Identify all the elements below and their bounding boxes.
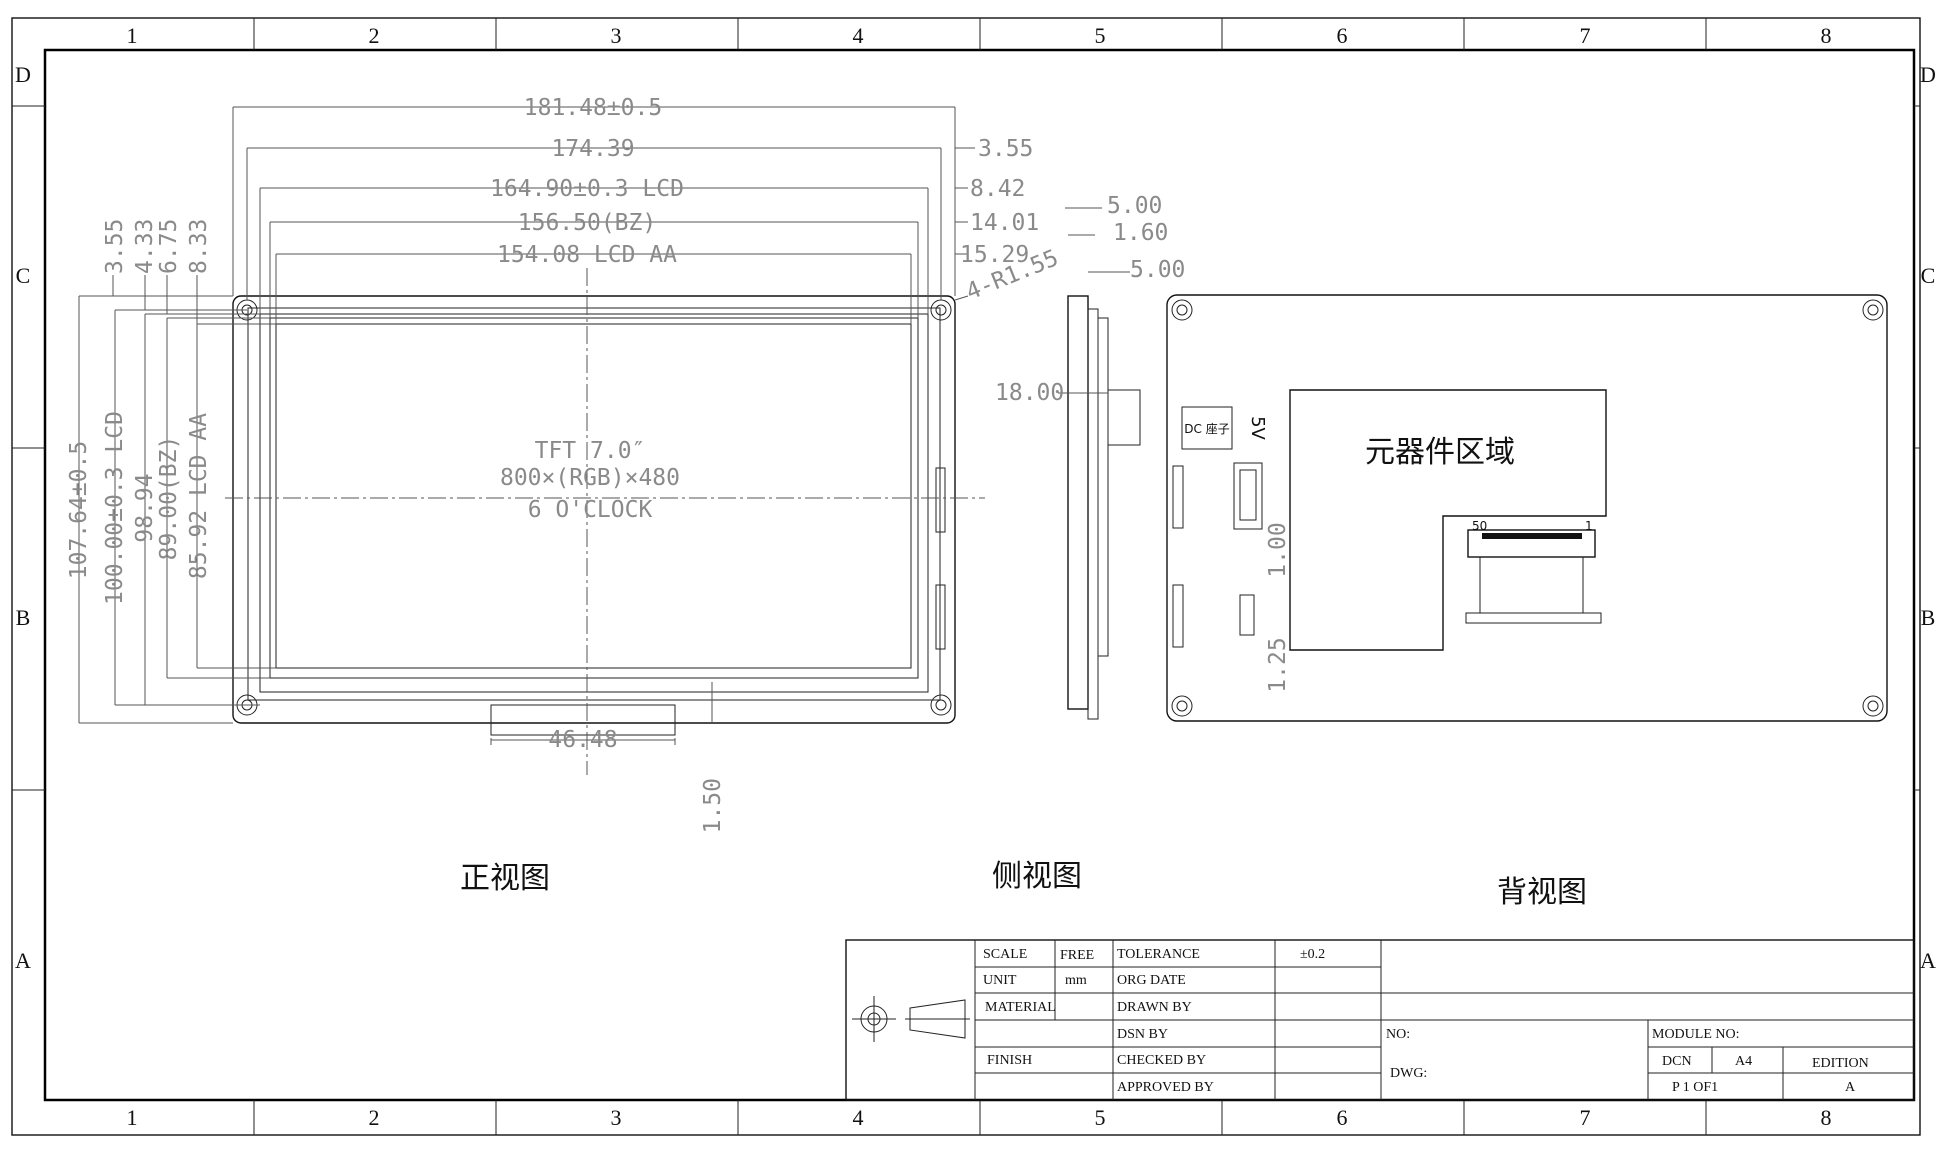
- dc-jack-label: DC 座子: [1184, 421, 1229, 436]
- unit-label: UNIT: [983, 973, 1017, 988]
- voltage-label: 5V: [1247, 416, 1268, 440]
- dim-mount-width: 174.39: [551, 136, 634, 162]
- front-view: TFT 7.0″ 800×(RGB)×480 6 O'CLOCK 181.48±…: [66, 95, 1062, 833]
- size-value: A4: [1735, 1054, 1752, 1069]
- connector-pin-first: 50: [1472, 519, 1487, 533]
- header-1: [1172, 465, 1184, 529]
- col-label-1-bottom: 1: [127, 1105, 138, 1130]
- tolerance-label: TOLERANCE: [1117, 947, 1200, 962]
- dim-active-width: 154.08 LCD AA: [497, 242, 677, 268]
- approved-by-label: APPROVED BY: [1117, 1080, 1214, 1095]
- row-label-c: C: [16, 263, 31, 288]
- col-label-6-bottom: 6: [1337, 1105, 1348, 1130]
- row-label-a: A: [15, 948, 31, 973]
- dim-lcd-height: 100.00±0.3 LCD: [102, 411, 128, 605]
- dim-right-1: 3.55: [978, 136, 1033, 162]
- fpc-connector: [1467, 529, 1596, 558]
- row-label-b-right: B: [1921, 605, 1936, 630]
- col-label-7: 7: [1580, 23, 1591, 48]
- col-label-7-bottom: 7: [1580, 1105, 1591, 1130]
- back-view: 元器件区域 DC 座子 5V 50 1 1.00 1.25: [1166, 294, 1888, 722]
- back-view-label: 背视图: [1497, 875, 1587, 910]
- header-2: [1172, 584, 1184, 648]
- row-label-a-right: A: [1920, 948, 1936, 973]
- side-view-label: 侧视图: [992, 859, 1082, 894]
- dim-mount-height: 98.94: [132, 473, 158, 542]
- drawn-by-label: DRAWN BY: [1117, 1000, 1192, 1015]
- dim-right-2: 8.42: [970, 176, 1025, 202]
- front-view-label: 正视图: [460, 861, 550, 896]
- active-area: [275, 323, 912, 669]
- back-mounting-hole-icon: [1171, 299, 1884, 717]
- col-label-5: 5: [1095, 23, 1106, 48]
- fpc-tab: [490, 704, 676, 736]
- connector-pin-last: 1: [1585, 519, 1593, 533]
- col-label-8: 8: [1821, 23, 1832, 48]
- col-label-3-bottom: 3: [611, 1105, 622, 1130]
- side-view: 5.00 1.60 5.00 18.00: [995, 193, 1185, 720]
- dim-tab-height: 1.50: [700, 778, 726, 833]
- dim-side-1: 5.00: [1107, 193, 1162, 219]
- dsn-by-label: DSN BY: [1117, 1027, 1168, 1042]
- dim-lcd-width: 164.90±0.3 LCD: [490, 176, 684, 202]
- row-label-d-right: D: [1920, 62, 1936, 87]
- dim-left-4: 8.33: [186, 219, 212, 274]
- unit-value: mm: [1065, 973, 1087, 988]
- edition-value: A: [1845, 1080, 1856, 1095]
- row-label-d: D: [15, 62, 31, 87]
- finish-label: FINISH: [987, 1053, 1032, 1068]
- col-label-8-bottom: 8: [1821, 1105, 1832, 1130]
- dim-side-2: 1.60: [1113, 220, 1168, 246]
- dim-active-height: 85.92 LCD AA: [186, 413, 212, 579]
- panel-resolution-label: 800×(RGB)×480: [500, 465, 680, 491]
- connector-1: [1233, 462, 1263, 530]
- row-label-b: B: [16, 605, 31, 630]
- panel-viewing-label: 6 O'CLOCK: [528, 497, 653, 523]
- col-label-4-bottom: 4: [853, 1105, 864, 1130]
- checked-by-label: CHECKED BY: [1117, 1053, 1206, 1068]
- dim-overall-width: 181.48±0.5: [524, 95, 662, 121]
- no-label: NO:: [1386, 1027, 1410, 1042]
- dim-left-3: 6.75: [156, 219, 182, 274]
- edition-label: EDITION: [1812, 1056, 1869, 1071]
- col-label-2: 2: [369, 23, 380, 48]
- dim-bezel-height: 89.00(BZ): [156, 436, 182, 561]
- dim-tab-width: 46.48: [548, 727, 617, 753]
- dwg-label: DWG:: [1390, 1066, 1427, 1081]
- dim-overall-height: 107.64±0.5: [66, 441, 92, 579]
- module-no-label: MODULE NO:: [1652, 1027, 1740, 1042]
- dim-right-4: 15.29: [960, 242, 1029, 268]
- dc-jack: [1181, 406, 1233, 450]
- tolerance-value: ±0.2: [1300, 947, 1325, 962]
- scale-value: FREE: [1060, 948, 1094, 963]
- dim-side-3: 5.00: [1130, 257, 1185, 283]
- col-label-6: 6: [1337, 23, 1348, 48]
- org-date-label: ORG DATE: [1117, 973, 1186, 988]
- row-label-c-right: C: [1921, 263, 1936, 288]
- dim-right-3: 14.01: [970, 210, 1039, 236]
- col-label-2-bottom: 2: [369, 1105, 380, 1130]
- dim-left-1: 3.55: [102, 219, 128, 274]
- col-label-5-bottom: 5: [1095, 1105, 1106, 1130]
- component-area-label: 元器件区域: [1365, 435, 1515, 470]
- col-label-3: 3: [611, 23, 622, 48]
- dim-back-2: 1.25: [1265, 637, 1291, 692]
- panel-size-label: TFT 7.0″: [535, 438, 646, 464]
- dim-side-height: 18.00: [995, 380, 1064, 406]
- front-outline: [232, 295, 956, 724]
- title-block: SCALE FREE UNIT mm MATERIAL FINISH TOLER…: [845, 939, 1915, 1101]
- dcn-label: DCN: [1662, 1054, 1692, 1069]
- material-label: MATERIAL: [985, 1000, 1056, 1015]
- dim-bezel-width: 156.50(BZ): [518, 210, 656, 236]
- col-label-1: 1: [127, 23, 138, 48]
- col-label-4: 4: [853, 23, 864, 48]
- projection-symbol-icon: [852, 996, 970, 1042]
- front-pads: [935, 467, 946, 650]
- connector-2: [1239, 594, 1255, 636]
- scale-label: SCALE: [983, 947, 1027, 962]
- dim-back-1: 1.00: [1265, 522, 1291, 577]
- dim-left-2: 4.33: [132, 219, 158, 274]
- page-value: P 1 OF1: [1672, 1080, 1718, 1095]
